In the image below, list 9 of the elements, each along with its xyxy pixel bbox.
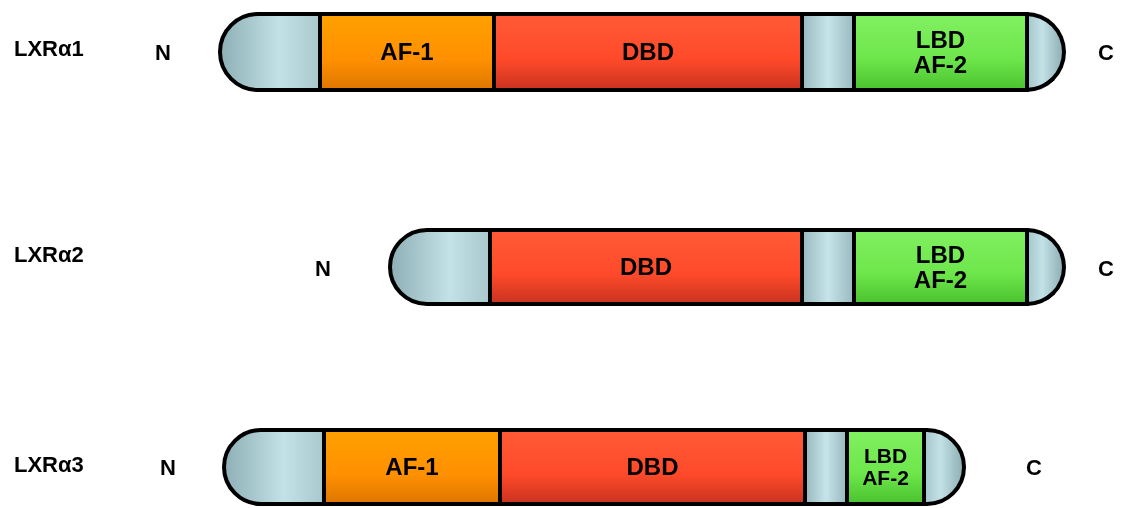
terminus-label: C [1026, 455, 1042, 481]
isoform-name: LXRα3 [14, 452, 84, 478]
isoform-name: LXRα1 [14, 36, 84, 62]
isoform-name: LXRα2 [14, 242, 84, 268]
terminus-label: N [155, 40, 171, 66]
terminus-label: C [1098, 40, 1114, 66]
terminus-label: N [160, 455, 176, 481]
terminus-label: N [315, 256, 331, 282]
terminus-label: C [1098, 256, 1114, 282]
